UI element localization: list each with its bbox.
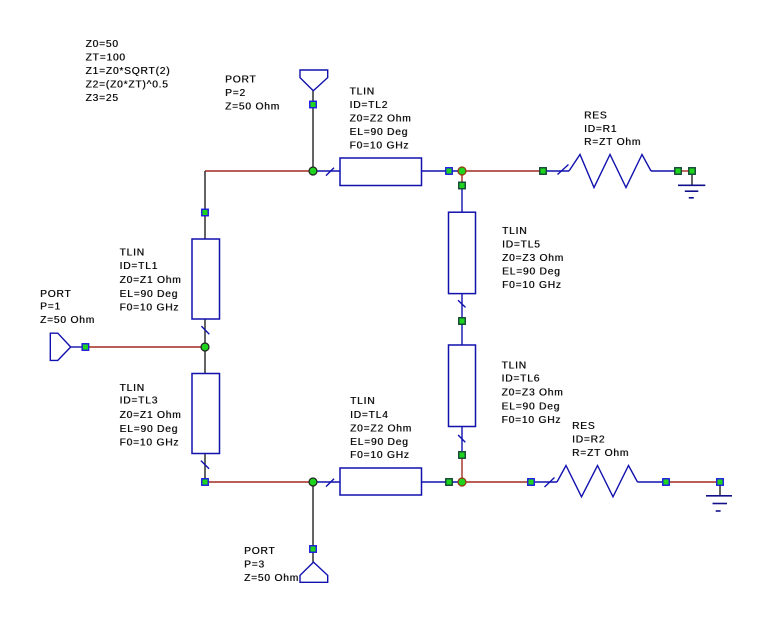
svg-text:P=1: P=1: [40, 302, 61, 313]
svg-text:TLIN: TLIN: [502, 226, 527, 237]
svg-text:Z1=Z0*SQRT(2): Z1=Z0*SQRT(2): [86, 66, 171, 77]
svg-text:EL=90 Deg: EL=90 Deg: [502, 401, 561, 412]
svg-text:ID=R2: ID=R2: [572, 435, 605, 446]
svg-text:EL=90 Deg: EL=90 Deg: [120, 289, 179, 300]
svg-text:ID=TL2: ID=TL2: [350, 100, 389, 111]
svg-text:TLIN: TLIN: [502, 361, 527, 372]
svg-text:R=ZT Ohm: R=ZT Ohm: [572, 448, 629, 459]
svg-text:P=3: P=3: [244, 560, 265, 571]
svg-text:Z2=(Z0*ZT)^0.5: Z2=(Z0*ZT)^0.5: [86, 80, 169, 91]
svg-text:Z=50 Ohm: Z=50 Ohm: [244, 573, 299, 584]
svg-text:F0=10 GHz: F0=10 GHz: [502, 415, 562, 426]
svg-text:PORT: PORT: [225, 75, 256, 86]
svg-text:R=ZT Ohm: R=ZT Ohm: [584, 137, 641, 148]
svg-text:TLIN: TLIN: [350, 396, 375, 407]
svg-text:Z0=50: Z0=50: [86, 39, 119, 50]
svg-text:ZT=100: ZT=100: [86, 53, 126, 64]
svg-text:PORT: PORT: [244, 546, 275, 557]
svg-text:Z0=Z2 Ohm: Z0=Z2 Ohm: [350, 114, 412, 125]
svg-text:Z0=Z1 Ohm: Z0=Z1 Ohm: [120, 275, 182, 286]
svg-text:TLIN: TLIN: [120, 248, 145, 259]
svg-text:Z0=Z2 Ohm: Z0=Z2 Ohm: [350, 423, 412, 434]
svg-text:Z3=25: Z3=25: [86, 93, 119, 104]
svg-text:Z0=Z1 Ohm: Z0=Z1 Ohm: [120, 410, 182, 421]
svg-text:F0=10 GHz: F0=10 GHz: [120, 303, 180, 314]
svg-text:F0=10 GHz: F0=10 GHz: [350, 450, 410, 461]
svg-text:TLIN: TLIN: [350, 87, 375, 98]
svg-text:Z0=Z3 Ohm: Z0=Z3 Ohm: [502, 253, 564, 264]
svg-text:ID=TL5: ID=TL5: [502, 240, 541, 251]
svg-text:EL=90 Deg: EL=90 Deg: [350, 437, 409, 448]
svg-text:EL=90 Deg: EL=90 Deg: [350, 127, 409, 138]
svg-text:RES: RES: [584, 111, 607, 122]
svg-text:Z=50 Ohm: Z=50 Ohm: [40, 315, 95, 326]
svg-text:EL=90 Deg: EL=90 Deg: [120, 424, 179, 435]
svg-text:P=2: P=2: [225, 88, 246, 99]
svg-text:EL=90 Deg: EL=90 Deg: [502, 266, 561, 277]
svg-text:ID=TL4: ID=TL4: [350, 410, 389, 421]
svg-text:F0=10 GHz: F0=10 GHz: [120, 438, 180, 449]
svg-text:Z0=Z3 Ohm: Z0=Z3 Ohm: [502, 388, 564, 399]
svg-text:Z=50 Ohm: Z=50 Ohm: [225, 102, 280, 113]
svg-text:ID=TL1: ID=TL1: [120, 261, 159, 272]
svg-text:F0=10 GHz: F0=10 GHz: [502, 280, 562, 291]
svg-text:RES: RES: [572, 421, 595, 432]
svg-text:PORT: PORT: [40, 289, 71, 300]
svg-text:ID=TL3: ID=TL3: [120, 395, 159, 406]
svg-text:ID=R1: ID=R1: [584, 124, 617, 135]
svg-text:TLIN: TLIN: [120, 383, 145, 394]
svg-text:F0=10 GHz: F0=10 GHz: [350, 141, 410, 152]
svg-text:ID=TL6: ID=TL6: [502, 374, 541, 385]
